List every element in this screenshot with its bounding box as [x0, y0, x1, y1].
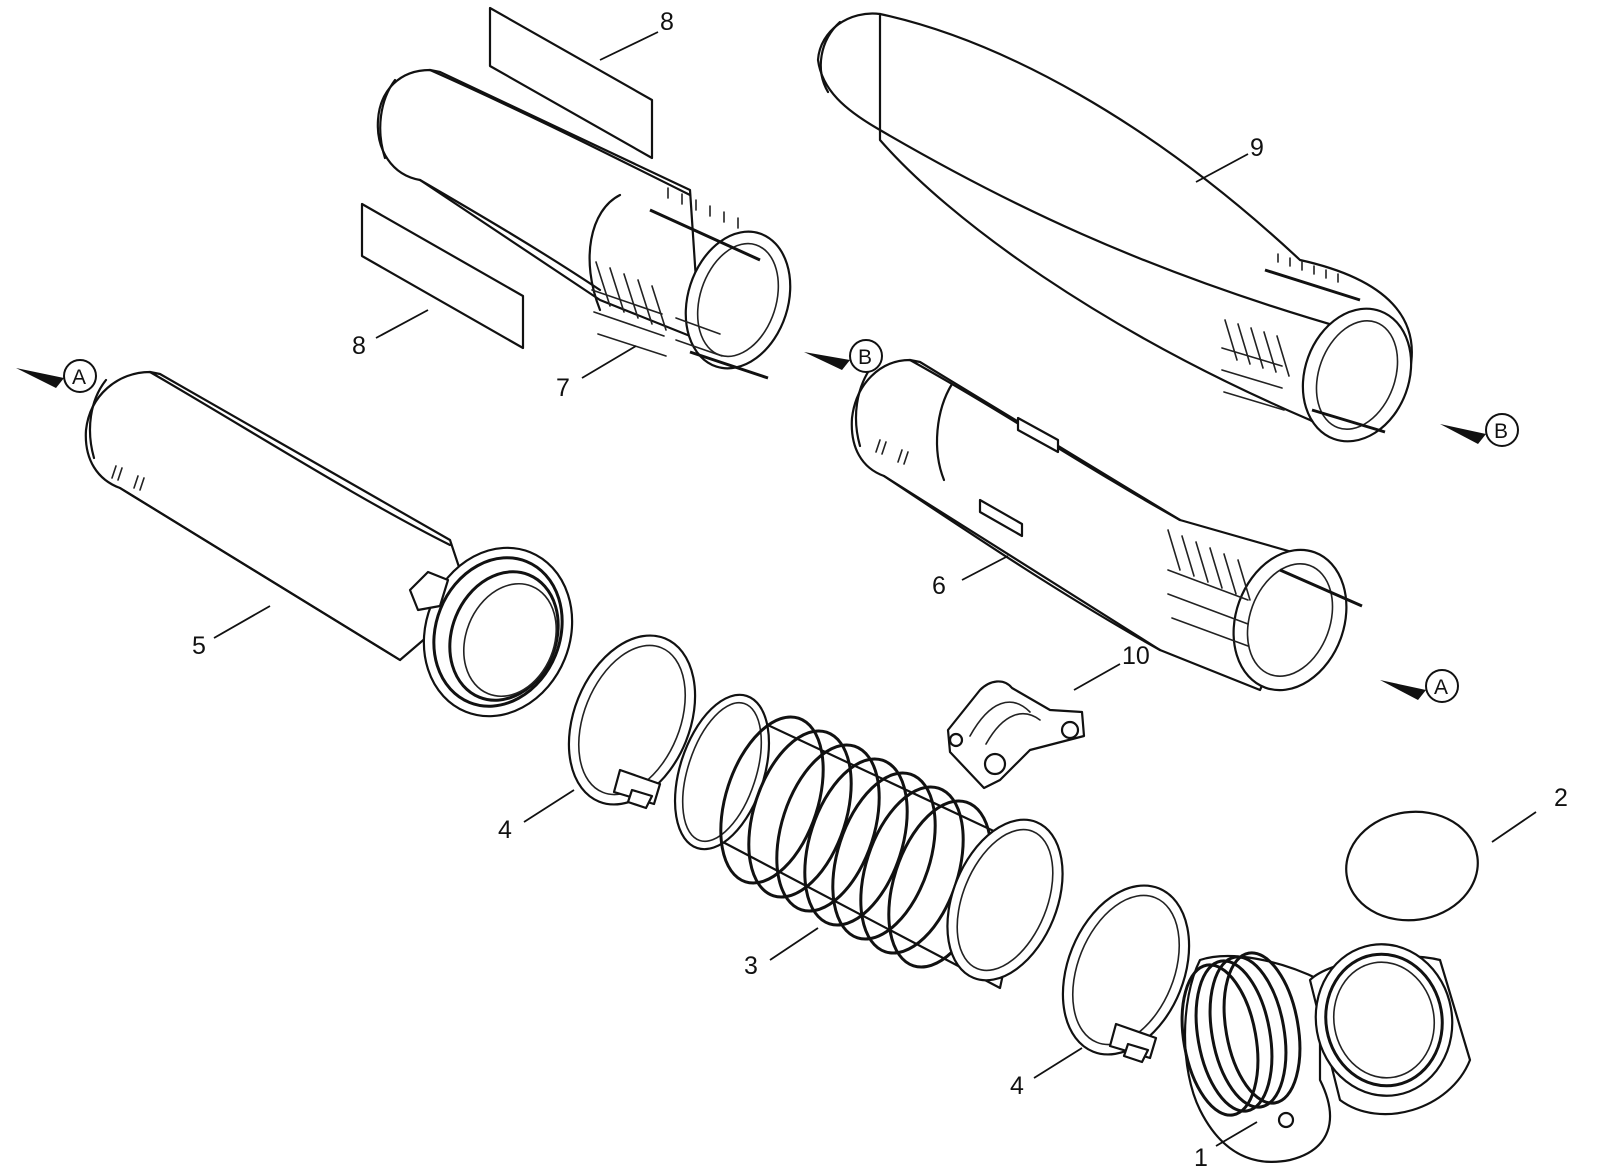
callout-6: 6 [932, 572, 946, 600]
part-9-nozzle [816, 12, 1413, 443]
callout-1: 1 [1194, 1144, 1208, 1172]
part-4-clamp-upper [567, 634, 697, 810]
part-3-bellows-hose [673, 693, 1064, 990]
part-5-threaded-pipe [84, 370, 574, 718]
callout-4-lower: 4 [1010, 1072, 1024, 1100]
callout-5: 5 [192, 632, 206, 660]
callout-8-left: 8 [352, 332, 366, 360]
ref-letter-b-right: B [1494, 420, 1508, 443]
part-10-bracket [946, 680, 1086, 790]
part-8-labels [360, 6, 654, 350]
part-1-elbow [1180, 943, 1472, 1163]
leader-lines [213, 31, 1537, 1147]
ref-letter-a-right: A [1434, 676, 1448, 699]
ref-arrow-b-mid: B [804, 339, 883, 373]
callout-10: 10 [1122, 642, 1150, 670]
part-4-clamp-lower [1061, 884, 1191, 1064]
ref-arrow-a-right: A [1380, 669, 1459, 703]
ref-letter-a-left: A [72, 366, 86, 389]
part-7-upper-pipe [376, 68, 792, 380]
ref-arrow-a-left: A [16, 359, 97, 393]
callout-9: 9 [1250, 134, 1264, 162]
callout-7: 7 [556, 374, 570, 402]
ref-letter-b-mid: B [858, 346, 872, 369]
callout-4-upper: 4 [498, 816, 512, 844]
callout-2: 2 [1554, 784, 1568, 812]
callout-3: 3 [744, 952, 758, 980]
part-2-o-ring [1345, 810, 1479, 922]
callout-8-top: 8 [660, 8, 674, 36]
ref-arrow-b-right: B [1440, 413, 1519, 447]
part-6-middle-pipe [850, 358, 1363, 692]
